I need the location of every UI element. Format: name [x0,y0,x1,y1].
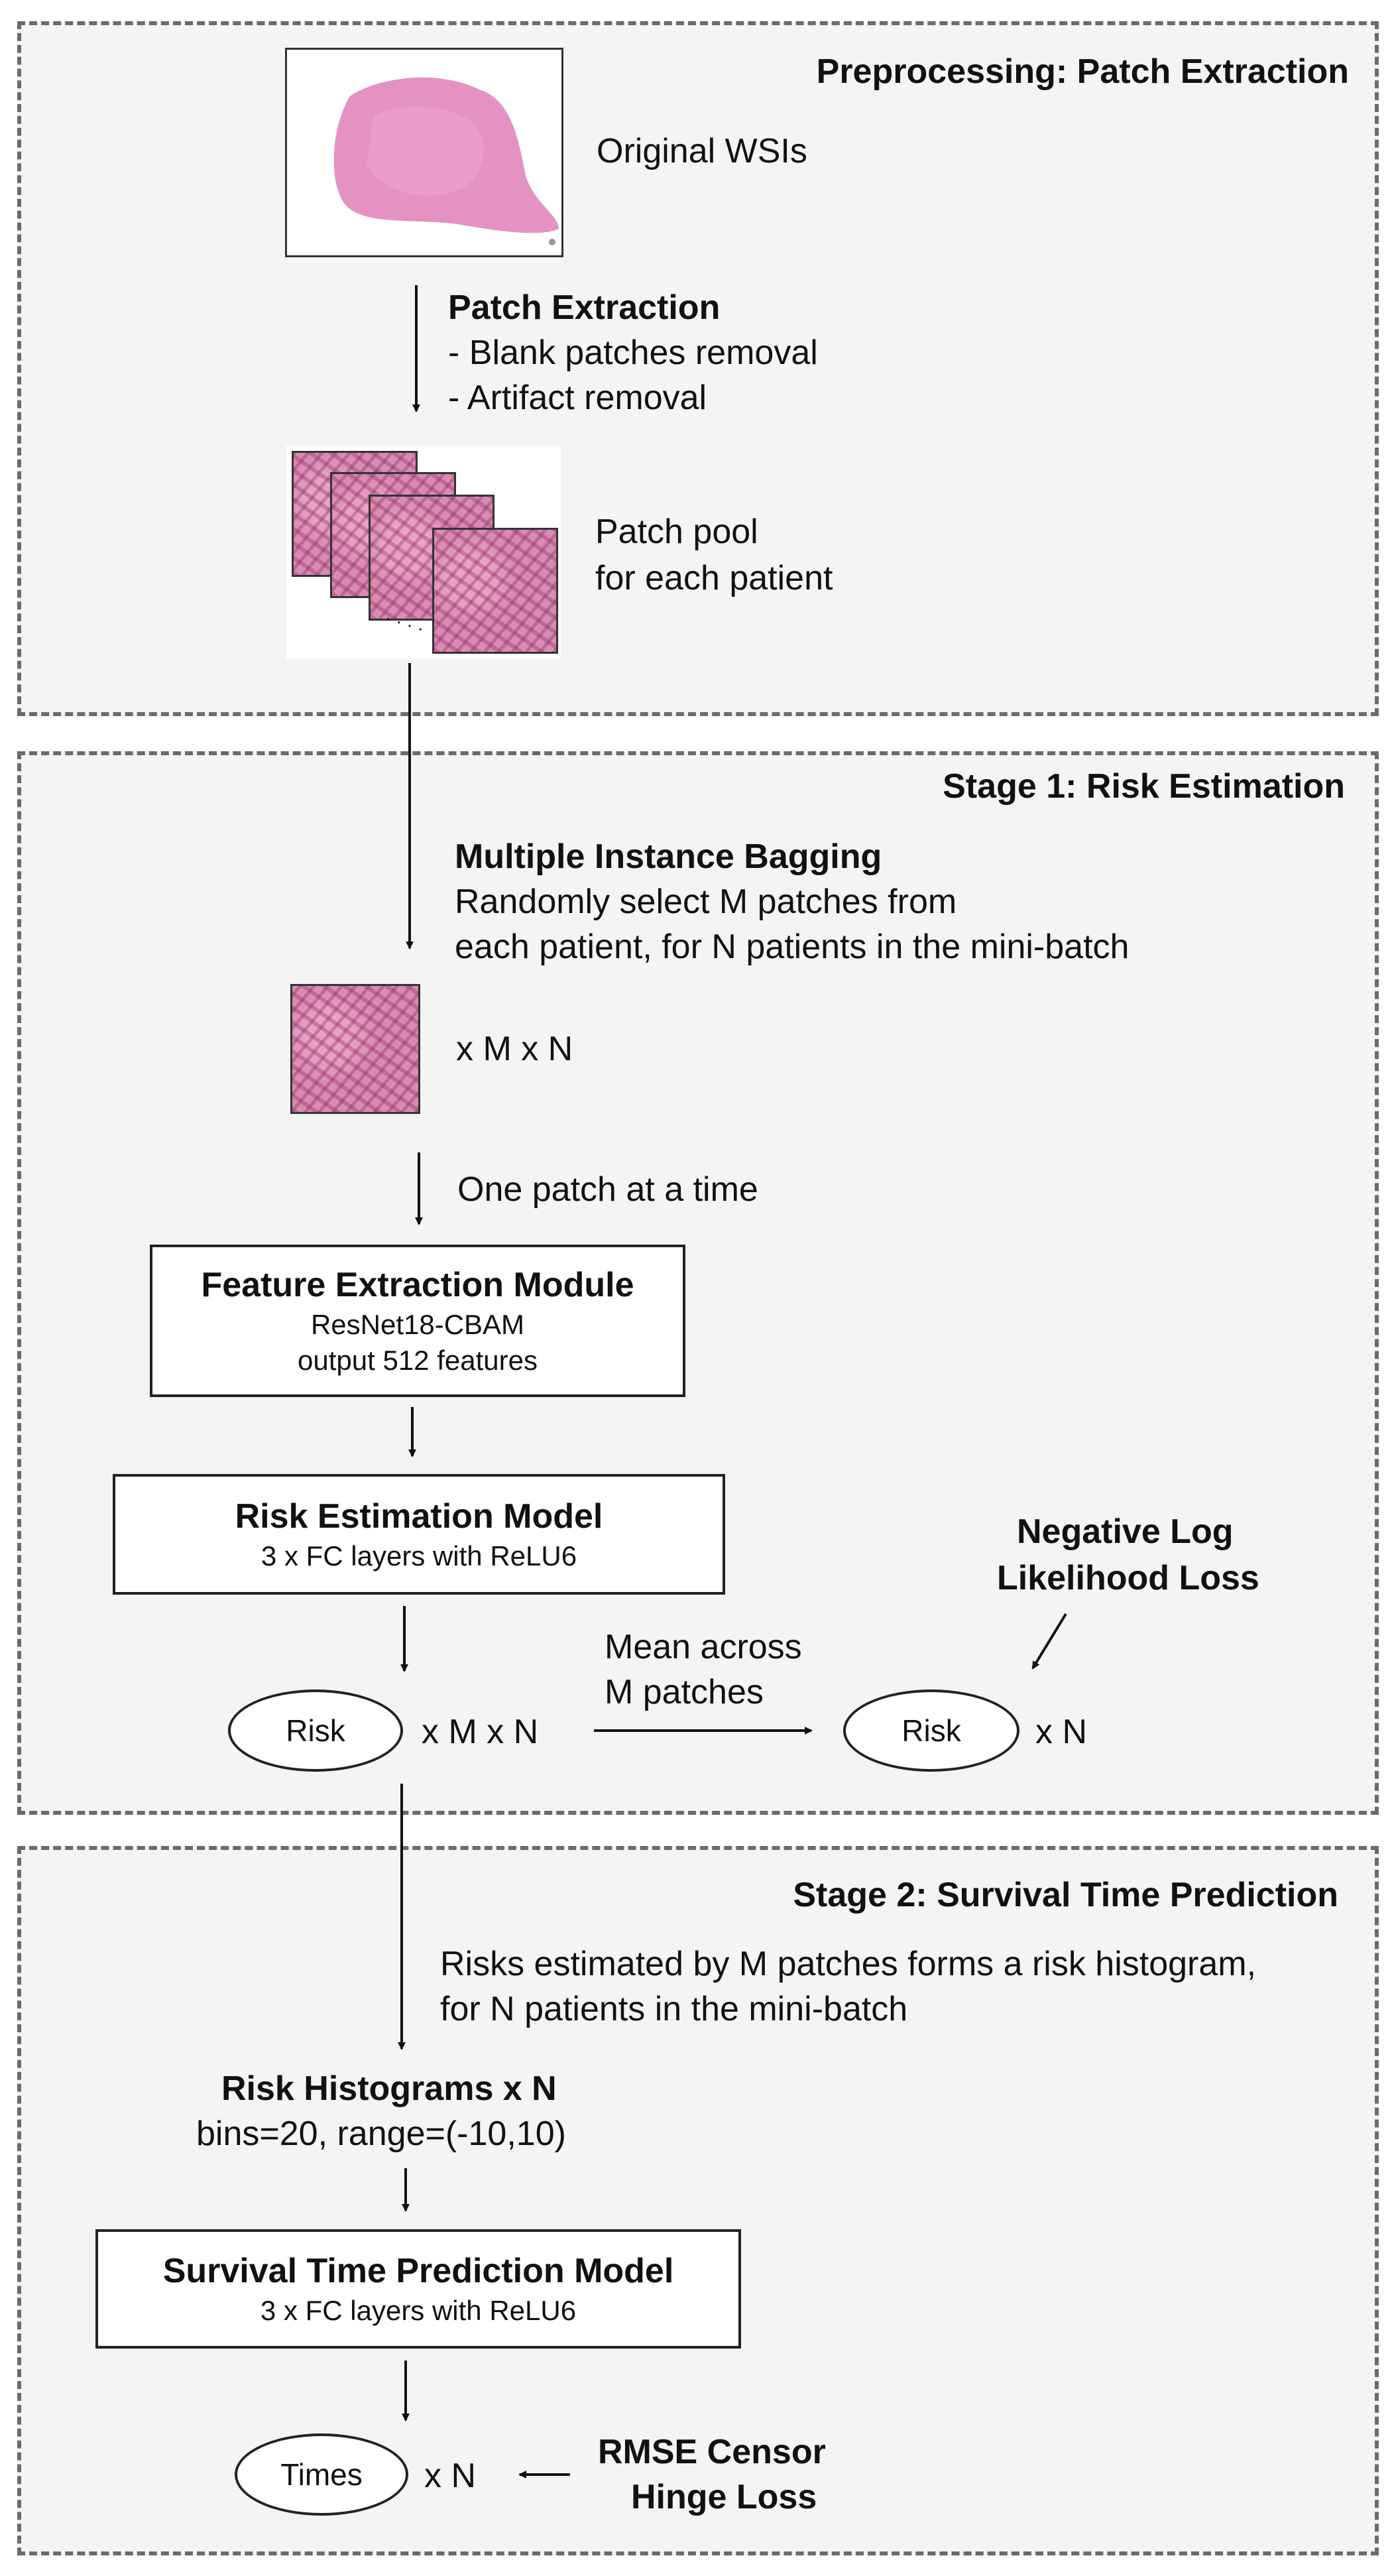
bagging-title: Multiple Instance Bagging [455,837,882,876]
rmse-loss-line-2: Hinge Loss [631,2478,817,2516]
bagging-line-1: Randomly select M patches from [455,883,957,921]
times-multiplier: x N [424,2457,476,2495]
bagging-line-2: each patient, for N patients in the mini… [455,928,1130,966]
feature-extraction-title: Feature Extraction Module [201,1266,634,1304]
artifact-removal-item: - Artifact removal [448,379,707,417]
patch-pool-line-1: Patch pool [595,513,758,551]
histogram-note-line-1: Risks estimated by M patches forms a ris… [440,1945,1257,1983]
survival-model-title: Survival Time Prediction Model [162,2252,674,2290]
wsi-label: Original WSIs [597,132,807,170]
times-node: Times [235,2433,408,2516]
risk-estimation-line-1: 3 x FC layers with ReLU6 [261,1540,577,1571]
feature-extraction-box: Feature Extraction Module ResNet18-CBAM … [150,1245,685,1397]
one-patch-label: One patch at a time [457,1170,758,1209]
patch-pool-line-2: for each patient [595,559,833,597]
rmse-loss-line-1: RMSE Censor [598,2433,826,2471]
feature-extraction-line-1: ResNet18-CBAM [310,1309,525,1340]
risk-estimation-title: Risk Estimation Model [235,1497,603,1536]
arrow-nll-loss [1031,1613,1067,1670]
feature-extraction-line-2: output 512 features [298,1345,538,1376]
risk-per-patient-multiplier: x N [1035,1713,1087,1751]
mean-across-line-2: M patches [605,1673,764,1711]
survival-model-line-1: 3 x FC layers with ReLU6 [260,2295,577,2326]
preprocessing-panel [17,21,1379,716]
histogram-note-line-2: for N patients in the mini-batch [440,1990,908,2028]
patch-tile-4 [432,528,558,654]
wsi-thumbnail [285,48,563,257]
selected-patch-image [290,984,420,1114]
stage2-title: Stage 2: Survival Time Prediction [793,1876,1338,1914]
histogram-params: bins=20, range=(-10,10) [196,2115,566,2153]
survival-model-box: Survival Time Prediction Model 3 x FC la… [95,2229,741,2349]
blank-patch-item: - Blank patches removal [448,334,818,372]
stage1-title: Stage 1: Risk Estimation [943,767,1345,806]
mean-across-line-1: Mean across [605,1628,802,1666]
nll-loss-line-1: Negative Log [1017,1512,1234,1551]
patch-extraction-title: Patch Extraction [448,288,721,327]
risk-node-per-patch: Risk [228,1689,403,1772]
patch-pool-image: · · · · [286,446,561,659]
risk-per-patch-multiplier: x M x N [422,1713,539,1751]
risk-estimation-box: Risk Estimation Model 3 x FC layers with… [113,1474,725,1595]
patch-multiplier: x M x N [456,1030,573,1068]
risk-node-per-patient: Risk [843,1689,1019,1772]
histogram-title: Risk Histograms x N [221,2069,557,2108]
preprocessing-title: Preprocessing: Patch Extraction [816,52,1349,91]
nll-loss-line-2: Likelihood Loss [997,1559,1259,1597]
stage2-panel [17,1846,1379,2555]
wsi-tissue-icon [333,77,559,245]
